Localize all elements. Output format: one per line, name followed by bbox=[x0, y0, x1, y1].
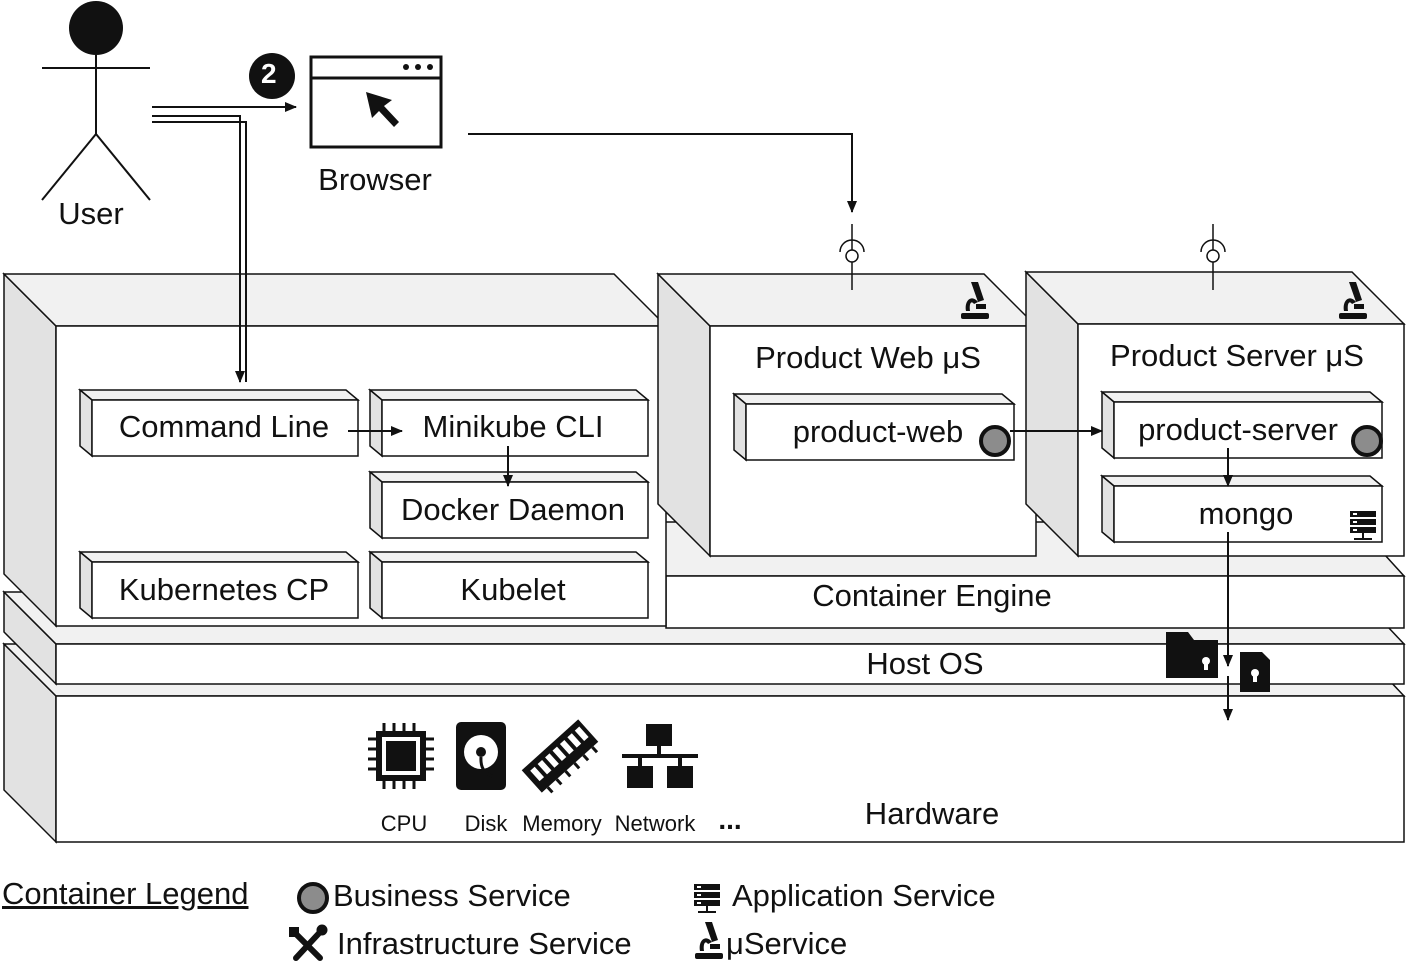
microscope-icon bbox=[1339, 282, 1367, 319]
legend-application-service-icon bbox=[694, 884, 720, 913]
command-line-box bbox=[77, 388, 361, 458]
kubelet-label: Kubelet bbox=[460, 572, 566, 607]
kubernetes-cp-box bbox=[77, 550, 361, 620]
memory-label: Memory bbox=[522, 811, 602, 836]
step-2-label: 2 bbox=[261, 58, 277, 89]
container-engine-label: Container Engine bbox=[812, 578, 1052, 613]
legend-infrastructure-service-label: Infrastructure Service bbox=[337, 926, 632, 961]
arrow-user-to-command-line bbox=[152, 115, 245, 383]
browser-label: Browser bbox=[318, 162, 432, 197]
business-service-icon bbox=[979, 425, 1011, 457]
kubernetes-cp-label: Kubernetes CP bbox=[118, 572, 330, 607]
legend-title: Container Legend bbox=[2, 876, 249, 911]
legend-infrastructure-service-icon bbox=[289, 924, 328, 961]
product-web-interface-icon bbox=[839, 224, 865, 290]
locked-folder-icon bbox=[1166, 632, 1218, 678]
more-hardware-label: ... bbox=[718, 804, 742, 835]
kubelet-box bbox=[367, 550, 651, 620]
legend-microservice-label: μService bbox=[726, 926, 848, 961]
microscope-icon bbox=[961, 282, 989, 319]
step-2-badge bbox=[249, 53, 295, 99]
product-server-label: product-server bbox=[1138, 412, 1338, 447]
minikube-cli-box bbox=[367, 388, 651, 458]
minikube-cli-label: Minikube CLI bbox=[422, 409, 604, 444]
disk-icon bbox=[456, 722, 506, 790]
user-icon bbox=[41, 1, 151, 201]
network-label: Network bbox=[614, 811, 696, 836]
mongo-service-box bbox=[1099, 474, 1385, 544]
cpu-icon bbox=[368, 723, 434, 789]
product-server-interface-icon bbox=[1200, 224, 1226, 290]
product-web-us-title: Product Web μS bbox=[755, 340, 981, 375]
application-service-icon bbox=[1350, 511, 1376, 540]
product-server-service-box bbox=[1099, 390, 1385, 460]
locked-file-icon bbox=[1240, 652, 1270, 692]
browser-icon bbox=[309, 55, 443, 149]
memory-icon bbox=[521, 719, 599, 794]
legend-business-service-icon bbox=[297, 882, 329, 914]
product-server-us-title: Product Server μS bbox=[1110, 338, 1364, 373]
network-icon bbox=[622, 724, 698, 788]
mongo-label: mongo bbox=[1198, 496, 1294, 531]
product-web-label: product-web bbox=[792, 414, 964, 449]
docker-daemon-label: Docker Daemon bbox=[401, 492, 625, 527]
host-os-label: Host OS bbox=[866, 646, 984, 681]
product-web-service-box bbox=[731, 392, 1017, 462]
arrow-browser-to-product-web bbox=[468, 133, 857, 213]
business-service-icon bbox=[1351, 425, 1383, 457]
hardware-label: Hardware bbox=[864, 796, 1000, 831]
command-line-label: Command Line bbox=[118, 409, 330, 444]
legend-application-service-label: Application Service bbox=[732, 878, 996, 913]
cpu-label: CPU bbox=[380, 811, 428, 836]
legend-microscope-icon bbox=[695, 922, 723, 959]
disk-label: Disk bbox=[464, 811, 508, 836]
user-label: User bbox=[58, 196, 124, 231]
legend-business-service-label: Business Service bbox=[333, 878, 571, 913]
